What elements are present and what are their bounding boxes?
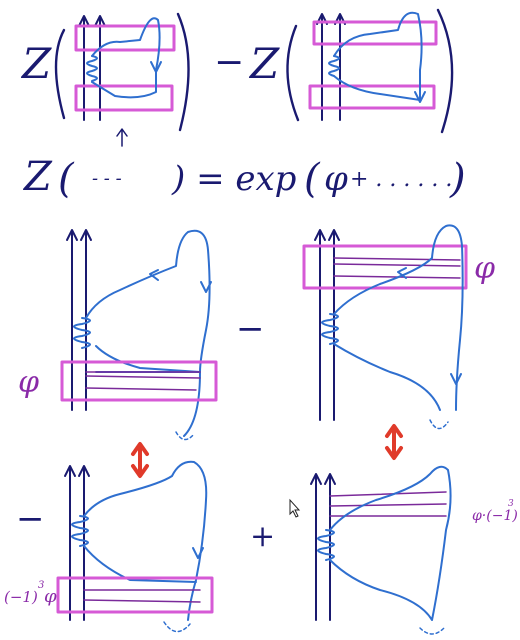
dashed-tail [175,431,195,441]
coil [86,55,98,82]
phi-region-box [302,244,468,290]
loop-arrow-1 [450,373,462,385]
exp-close-paren-2: ) [449,156,466,202]
arrowhead [78,15,106,27]
right-paren-2 [436,8,454,134]
up-arrow-hint [116,128,128,147]
diagram-bottom-left: (−1) 3 φ [4,460,214,633]
exp-inner-dots: - - - [92,168,122,189]
z-right-symbol: Z [248,39,280,88]
exp-phi: φ [324,159,348,199]
neg-one-cube-coef: (−1) [4,588,38,606]
dashed-tail [419,627,445,635]
z-left-symbol: Z [20,39,52,88]
phi-times-neg-one-cube-sym: φ·(−1) [472,508,518,524]
exp-close-equals: ) = exp [171,159,296,199]
purple-lines [333,257,461,279]
diagram-middle-left: φ [18,229,218,441]
phi-region-box [60,360,218,402]
loop-curve [91,17,161,99]
right-paren-1 [176,12,190,132]
minus-bottom: − [16,499,45,539]
diagram-bottom-right: φ·(−1) 3 [310,465,518,635]
arrowheads [64,465,90,477]
coil [328,55,340,77]
exp-open-paren-2: ( [304,156,321,202]
loop-arrow-1 [200,281,212,293]
purple-lines [329,491,447,517]
loop-arrow [192,547,204,559]
loop-curve [83,460,208,621]
coil [321,313,339,345]
neg-one-cube-phi: φ [44,586,57,607]
plus-bottom: + [250,519,275,554]
red-double-arrow-left [131,442,149,478]
coil [71,515,89,547]
left-paren-2 [286,24,300,122]
purple-lines [85,371,201,391]
coil [317,529,335,561]
phi-region-box [56,576,214,614]
exp-open-paren: ( [58,156,75,202]
dashed-tail [163,621,191,633]
z-exp-symbol: Z [22,154,53,200]
loop-curve [333,224,464,411]
phi-times-neg-one-cube-exp: 3 [508,499,514,509]
neg-one-cube-exp: 3 [38,580,44,591]
loop-arrow [414,91,426,103]
exp-plus-dots: + . . . . . . [350,167,452,192]
loop-arrow-2 [149,269,159,281]
region-box-bottom [74,84,174,112]
phi-label-right: φ [474,251,495,286]
arrowheads [314,229,340,241]
red-double-arrow-right [385,424,403,460]
phi-label-left: φ [18,365,39,400]
region-box-bottom [308,84,436,110]
minus-operator: − [214,42,244,83]
region-box-top [74,24,176,52]
coil [73,317,91,349]
top-equation: Z − Z [20,8,454,134]
arrowheads [66,229,92,241]
loop-arrow-2 [397,267,407,279]
arrowheads [310,473,336,485]
minus-middle: − [236,309,265,349]
mouse-cursor-icon [289,498,301,518]
diagram-middle-right: φ [302,224,495,430]
loop-curve [85,229,211,437]
left-paren-1 [54,28,66,120]
dashed-tail [429,419,449,430]
loop-curve [329,465,452,621]
loop-arrow [150,61,162,73]
exp-equation: Z ( - - - ) = exp ( φ + . . . . . . ) [22,154,466,202]
loop-curve [333,11,423,101]
diagram-top-left [74,15,176,121]
diagram-top-right [308,11,438,121]
region-box-top [312,20,438,46]
purple-lines [83,589,201,603]
